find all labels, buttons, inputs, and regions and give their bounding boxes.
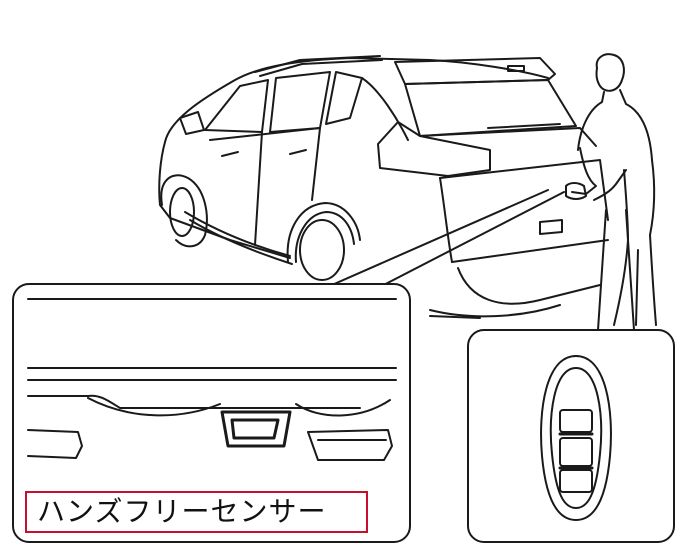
key-detail-panel	[467, 329, 675, 543]
key-fob-icon	[540, 355, 612, 521]
hands-free-sensor-icon	[220, 410, 292, 448]
sensor-label: ハンズフリーセンサー	[37, 495, 327, 528]
callout-line-sensor-2	[369, 191, 565, 293]
sensor-detail-panel	[12, 283, 411, 543]
person-icon	[565, 53, 657, 326]
callout-line-sensor-1	[315, 189, 549, 293]
sensor-label-box: ハンズフリーセンサー	[25, 491, 368, 533]
callout-line-key-2	[625, 209, 635, 331]
callout-line-key-1	[597, 209, 607, 331]
car-icon	[158, 55, 609, 319]
